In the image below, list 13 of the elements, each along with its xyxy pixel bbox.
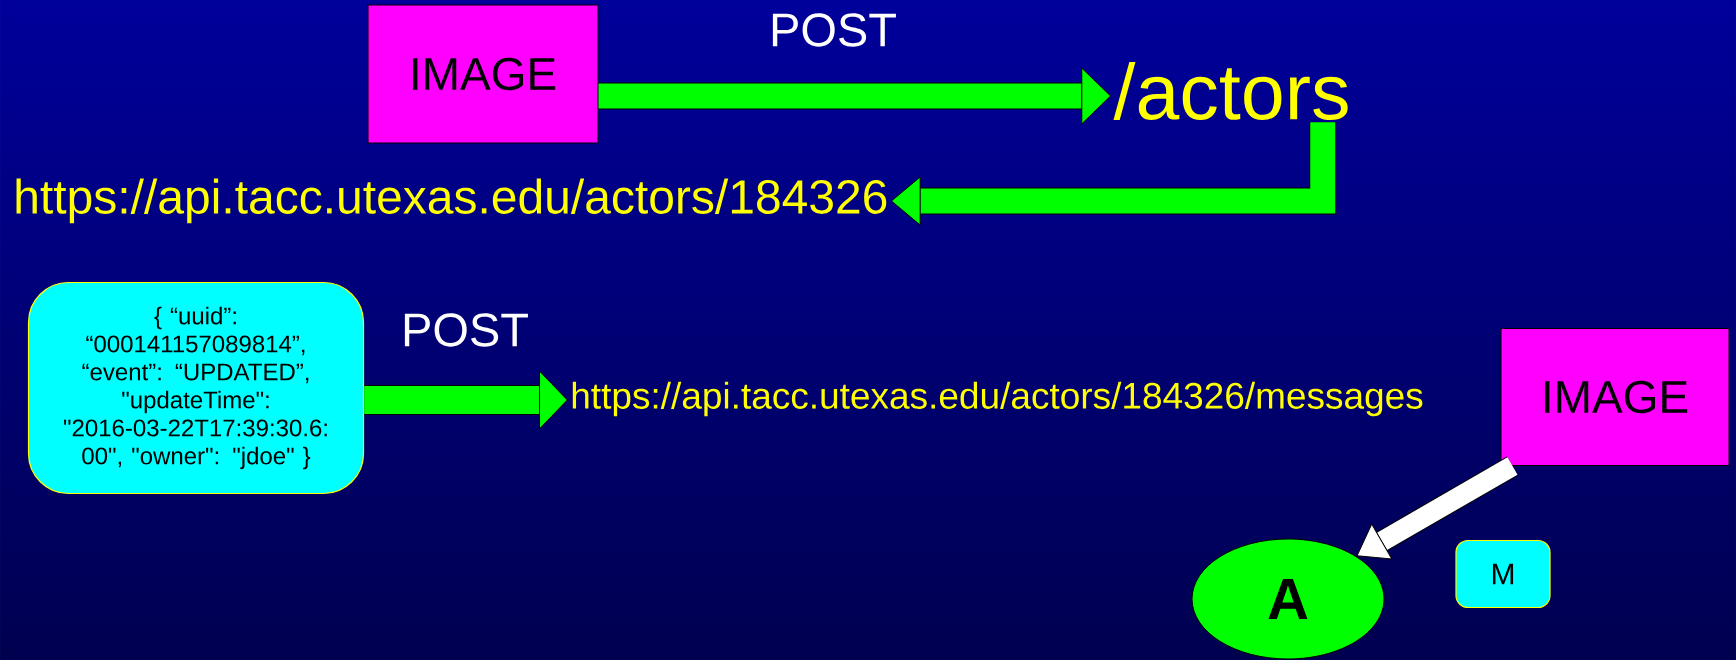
message-box: { “uuid”: “000141157089814”, “event”: “UPDATED”, "updateTime": "2016-03-22T17:39:30.6: 00", "owner": "jdoe" } xyxy=(27,281,365,495)
url-text: https://api.tacc.utexas.edu/actors/184326 xyxy=(16,178,887,224)
message-box: M xyxy=(1455,539,1551,609)
edge-label: POST xyxy=(772,13,896,47)
image-box: IMAGE xyxy=(1500,328,1730,466)
url-text: https://api.tacc.utexas.edu/actors/184326/messages xyxy=(572,381,1423,417)
block-arrow xyxy=(598,67,1112,125)
block-arrow xyxy=(890,122,1337,226)
edge-label: POST xyxy=(404,313,528,347)
endpoint-text: /actors xyxy=(1113,62,1348,120)
block-arrow xyxy=(364,370,568,430)
block-arrow xyxy=(1356,456,1518,560)
image-box: IMAGE xyxy=(367,4,599,144)
